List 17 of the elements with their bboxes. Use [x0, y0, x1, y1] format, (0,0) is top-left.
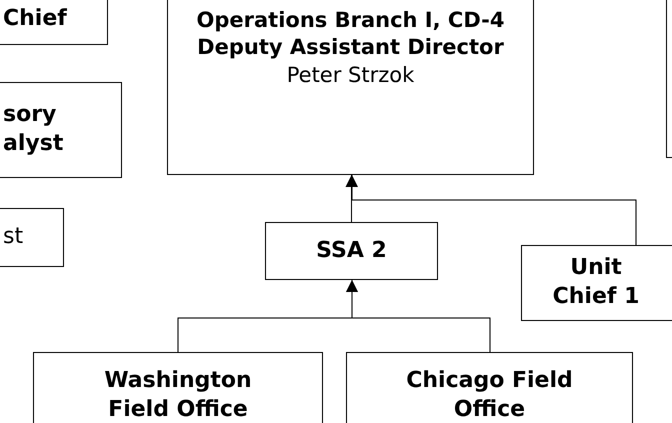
org-box	[33, 352, 323, 423]
box-title: sory alyst	[3, 101, 64, 158]
box-title: Chicago Field Office	[405, 367, 574, 423]
org-box	[167, 0, 534, 175]
box-title: st	[3, 223, 24, 252]
box-title: Chief	[3, 5, 67, 34]
connector-arrow	[346, 280, 490, 352]
box-title: Washington Field Office	[103, 367, 253, 423]
box-title: SSA 2	[316, 236, 387, 265]
org-box	[0, 208, 64, 267]
box-title: Unit Chief 1	[552, 254, 640, 311]
org-box	[521, 245, 672, 321]
org-box	[0, 82, 122, 178]
org-box	[265, 222, 438, 280]
box-title: Operations Branch I, CD-4 Deputy Assistant Director	[196, 7, 506, 62]
org-box	[346, 352, 633, 423]
person-name: Peter Strzok	[286, 62, 414, 89]
